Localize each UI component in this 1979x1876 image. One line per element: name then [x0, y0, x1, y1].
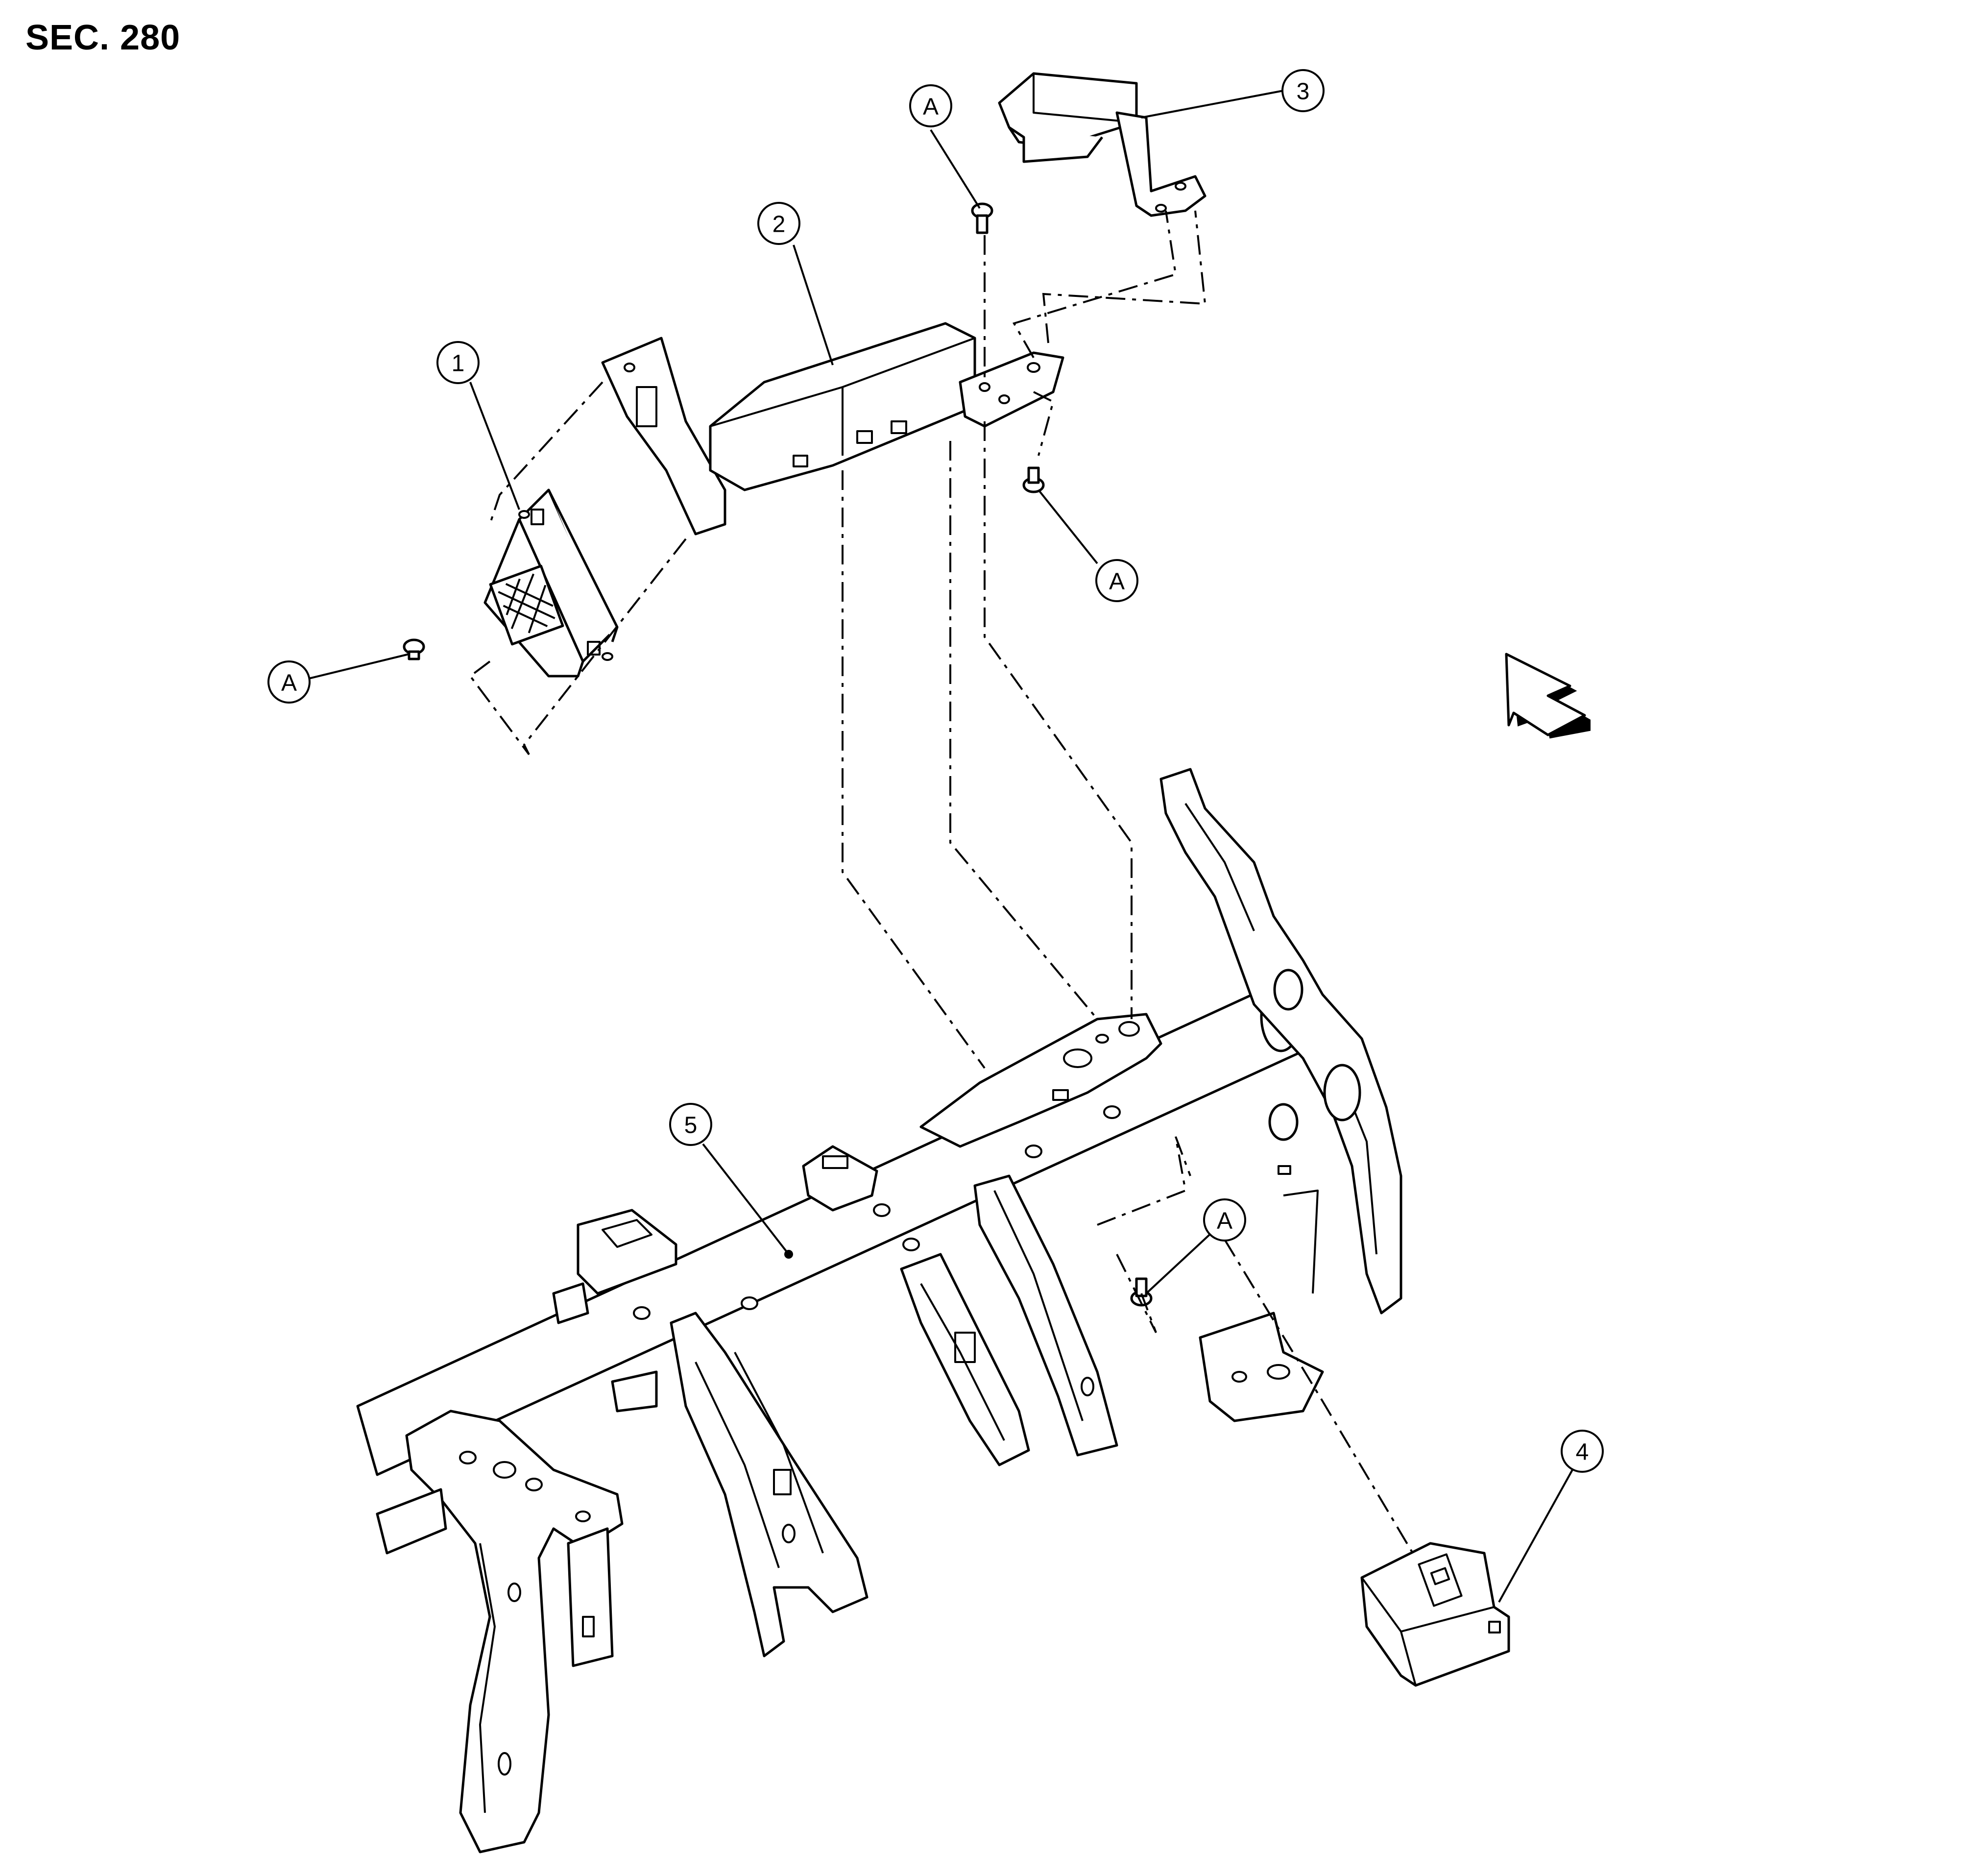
callout-1: 1	[436, 341, 480, 384]
steering-member	[356, 768, 1402, 1853]
center-mount-bracket	[919, 1013, 1162, 1148]
leader-lines	[308, 90, 1573, 1603]
module-4-body	[1360, 1542, 1510, 1687]
callout-2: 2	[757, 202, 800, 245]
bolt-icon	[971, 202, 993, 234]
module-2	[601, 322, 1064, 536]
fastener-marker-a-left: A	[267, 660, 311, 704]
module-2-bracket	[601, 337, 726, 536]
section-label: SEC. 280	[25, 18, 181, 57]
callout-5: 5	[669, 1103, 712, 1146]
left-side-plate	[376, 1488, 447, 1555]
fastener-marker-label: A	[1109, 569, 1125, 595]
fastener-bolts	[403, 202, 1153, 1307]
callout-4-label: 4	[1576, 1439, 1589, 1465]
fastener-marker-a-center: A	[1095, 559, 1138, 602]
module-3-bracket	[1115, 111, 1207, 217]
module-1	[483, 488, 619, 678]
center-leg-brace	[900, 1253, 1030, 1466]
callout-1-label: 1	[452, 351, 465, 377]
bolt-icon	[1022, 466, 1045, 493]
callout-5-label: 5	[684, 1113, 698, 1139]
fastener-marker-a-lower: A	[1203, 1198, 1246, 1242]
assembly-lines	[469, 210, 1417, 1559]
right-lower-bracket	[1199, 1312, 1324, 1422]
right-column-bracket	[1159, 768, 1402, 1315]
module-3	[998, 72, 1207, 217]
cross-tube	[356, 983, 1300, 1476]
front-arrow-icon	[1505, 653, 1591, 739]
callout-3: 3	[1281, 69, 1325, 112]
fastener-marker-label: A	[923, 94, 939, 120]
cross-tube-holes	[633, 1105, 1121, 1320]
fastener-marker-label: A	[281, 670, 297, 696]
fastener-marker-label: A	[1217, 1208, 1232, 1234]
callout-3-label: 3	[1297, 79, 1310, 105]
module-4	[1360, 1542, 1510, 1687]
left-end-bracket	[405, 1410, 624, 1853]
center-left-leg-brace	[670, 1312, 869, 1657]
fastener-marker-a-top: A	[909, 84, 952, 127]
callout-2-label: 2	[772, 212, 786, 238]
bolt-icon	[403, 638, 425, 660]
callout-4: 4	[1561, 1430, 1604, 1473]
